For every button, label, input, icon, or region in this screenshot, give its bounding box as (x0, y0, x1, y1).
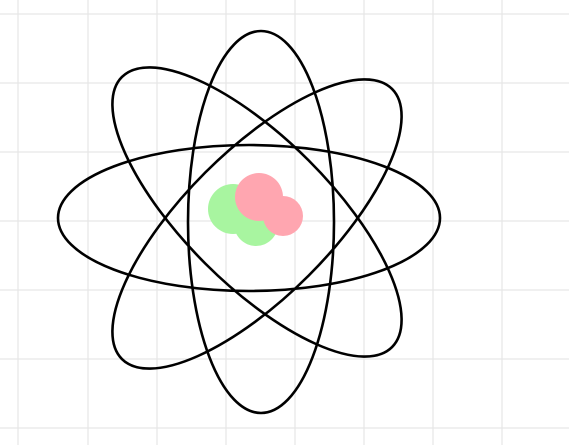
proton-particle (263, 196, 303, 236)
nucleus (208, 173, 303, 246)
